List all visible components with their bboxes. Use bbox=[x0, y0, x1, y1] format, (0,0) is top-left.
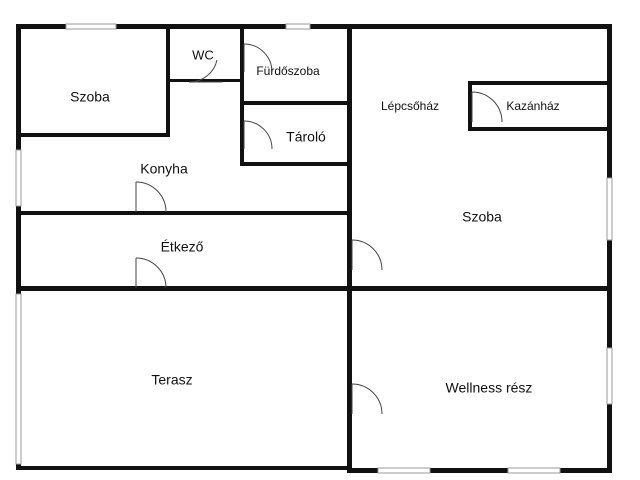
bath-bottom-wall bbox=[240, 101, 352, 105]
doors bbox=[135, 43, 503, 415]
window-right-2 bbox=[606, 347, 613, 405]
window-bottom-2 bbox=[507, 467, 561, 474]
window-top-2 bbox=[285, 23, 311, 30]
room-label-tarolo: Tároló bbox=[286, 129, 326, 145]
outer-wall-bottom-left bbox=[16, 466, 352, 470]
dining-bottom-wall bbox=[16, 286, 612, 291]
szoba-bottom-wall bbox=[16, 133, 168, 137]
wc-right-wall bbox=[240, 24, 244, 165]
room-label-wc: WC bbox=[192, 47, 214, 62]
outer-wall-top bbox=[16, 24, 612, 29]
window-left-1 bbox=[15, 149, 22, 207]
window-top-1 bbox=[65, 23, 117, 30]
room-label-etkezo: Étkező bbox=[161, 239, 204, 255]
storage-bottom-wall bbox=[240, 162, 352, 166]
window-right-1 bbox=[606, 177, 613, 241]
room-label-szoba-right: Szoba bbox=[462, 209, 502, 225]
room-label-wellness: Wellness rész bbox=[446, 380, 533, 396]
boiler-left-wall bbox=[468, 81, 472, 131]
kitchen-bottom-wall bbox=[16, 211, 352, 215]
central-wall bbox=[347, 24, 352, 473]
room-label-kazanhaz: Kazánház bbox=[506, 99, 559, 113]
boiler-top-wall bbox=[468, 81, 612, 85]
room-label-szoba-left: Szoba bbox=[70, 89, 110, 105]
boiler-bottom-wall bbox=[468, 127, 612, 131]
windows bbox=[15, 23, 613, 474]
room-label-lepcsohaz: Lépcsőház bbox=[381, 99, 439, 113]
room-label-konyha: Konyha bbox=[140, 161, 188, 177]
wc-bottom-wall bbox=[166, 79, 243, 82]
room-label-furdoszoba: Fürdőszoba bbox=[256, 64, 320, 78]
walls bbox=[16, 24, 612, 473]
outer-wall-bottom-right bbox=[348, 468, 612, 473]
outer-wall-left bbox=[16, 24, 21, 470]
window-left-2 bbox=[15, 293, 22, 465]
room-label-terasz: Terasz bbox=[151, 372, 192, 388]
window-bottom-1 bbox=[377, 467, 431, 474]
room-labels: Szoba WC Fürdőszoba Tároló Konyha Étkező… bbox=[70, 47, 560, 395]
outer-wall-right bbox=[607, 24, 612, 473]
